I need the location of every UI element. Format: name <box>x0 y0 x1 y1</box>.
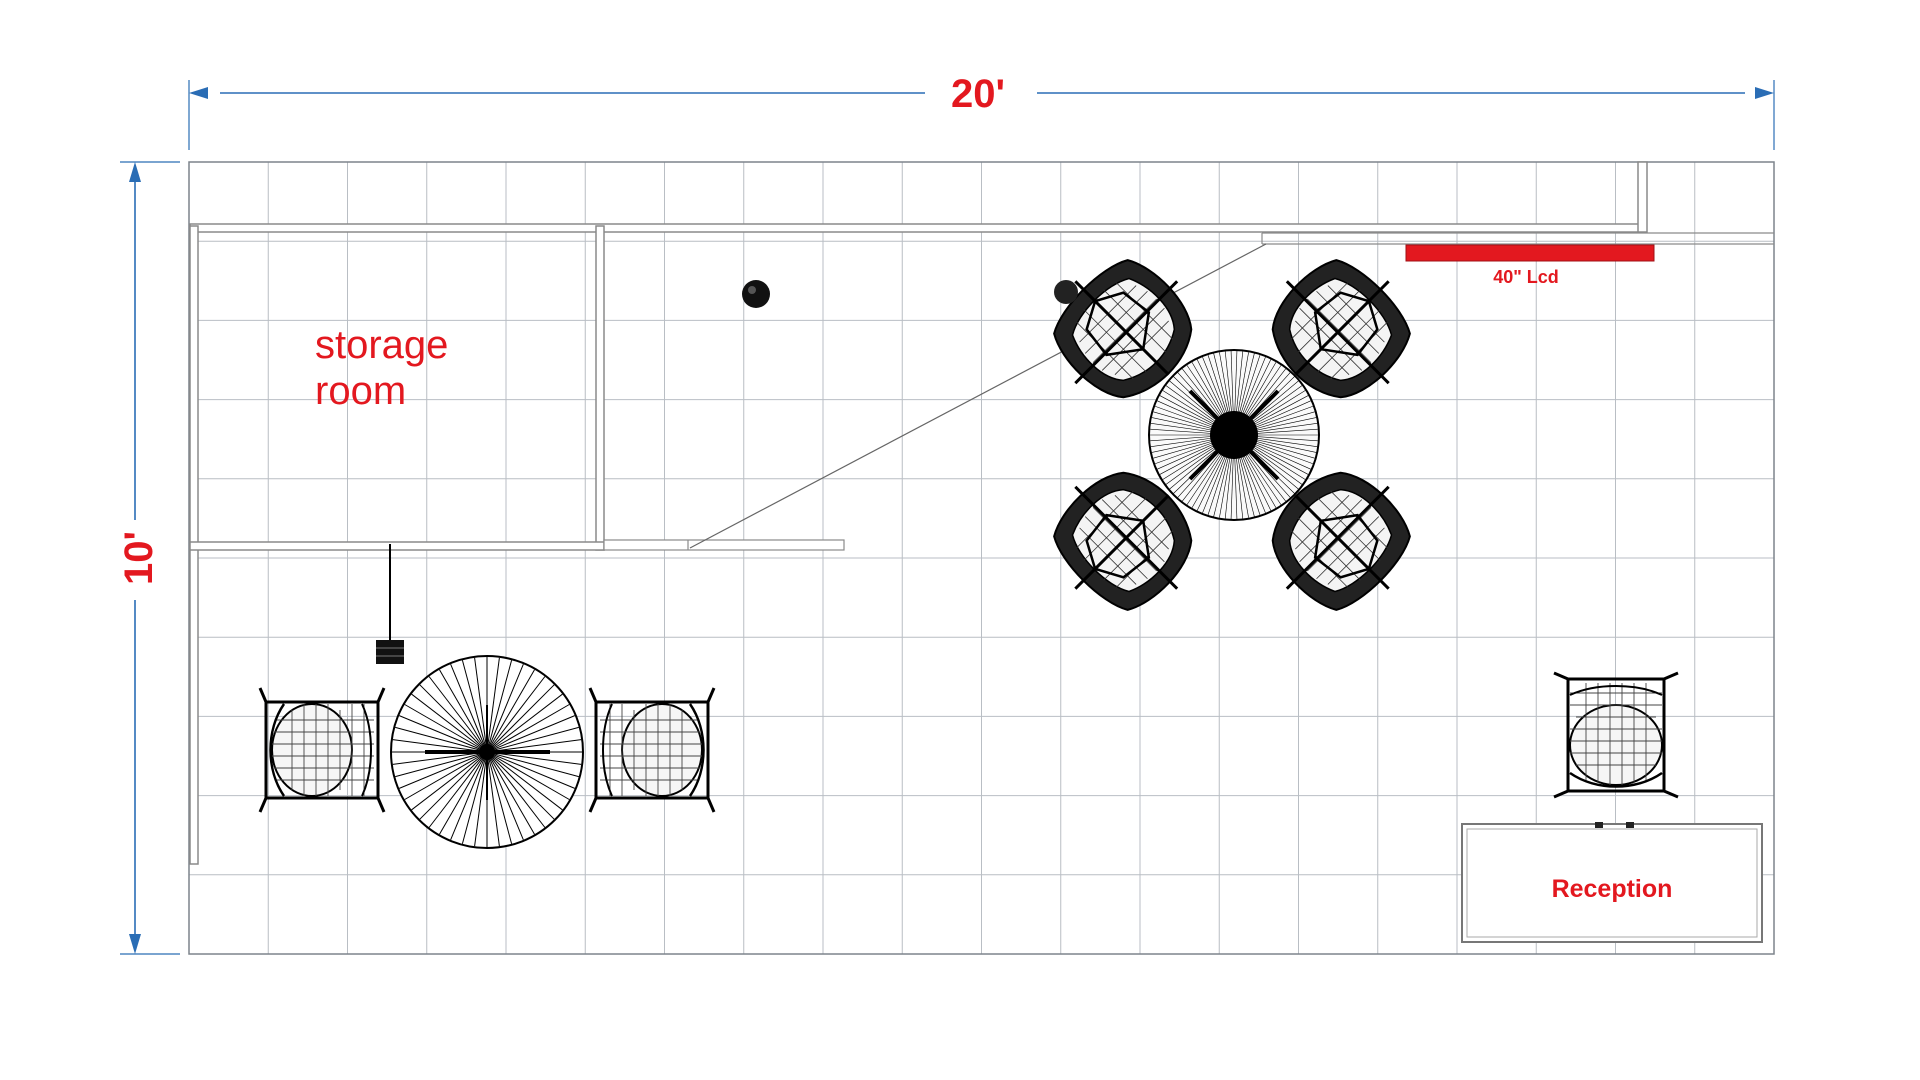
round-table <box>390 655 584 849</box>
walls <box>189 161 1774 865</box>
pendant-lamp-icon <box>376 544 404 664</box>
booth-outline <box>188 161 1775 955</box>
width-dimension: 20' <box>188 72 1775 150</box>
storage-right-wall <box>595 225 605 551</box>
wire-chair <box>588 686 716 814</box>
arrow-head-icon <box>189 87 208 99</box>
lcd-label: 40" Lcd <box>1493 267 1559 287</box>
meeting-table <box>1148 349 1320 521</box>
reception-group: Reception <box>1461 671 1763 943</box>
reception-label: Reception <box>1552 875 1673 903</box>
storage-room-label-line2: room <box>315 369 406 413</box>
height-dimension-label: 10' <box>117 531 161 585</box>
width-dimension-label: 20' <box>951 72 1005 116</box>
wire-chair <box>258 686 386 814</box>
back-wall <box>189 223 1647 233</box>
post-icon <box>742 280 770 308</box>
storage-front-wall <box>189 541 605 551</box>
reception-desk <box>1461 822 1763 943</box>
storage-door <box>603 539 845 551</box>
height-dimension: 10' <box>117 161 180 955</box>
arrow-head-icon <box>129 934 141 954</box>
arrow-head-icon <box>129 162 141 182</box>
arrow-head-icon <box>1755 87 1774 99</box>
storage-room-label-line1: storage <box>315 323 448 367</box>
round-table-group <box>258 655 716 849</box>
corner-post <box>1637 161 1648 233</box>
lcd-screen <box>1405 244 1655 262</box>
floor-grid <box>189 162 1774 954</box>
meeting-table-group <box>1022 228 1442 642</box>
